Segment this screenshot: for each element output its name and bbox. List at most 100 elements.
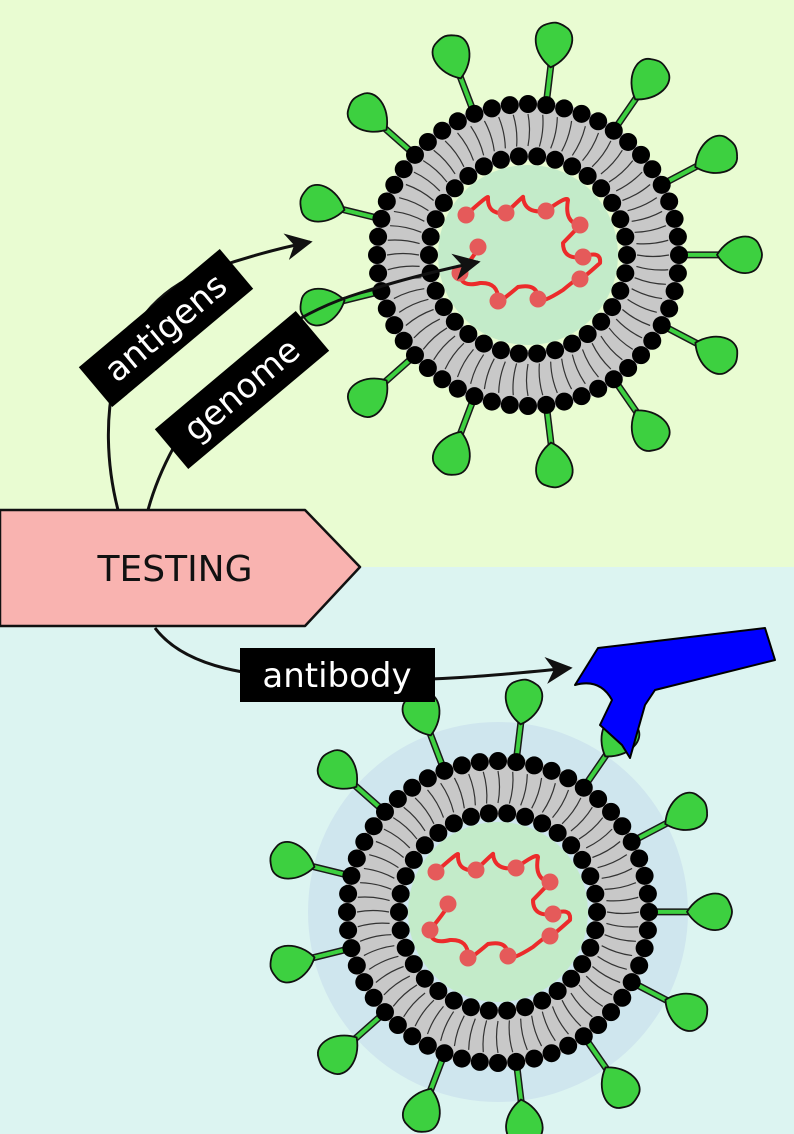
antibody-bound-coronavirus-icon: [269, 678, 733, 1134]
lipid-head-outer: [394, 160, 413, 179]
lipid-head-inner: [603, 298, 622, 317]
lipid-head-outer: [435, 761, 454, 780]
lipid-tail: [531, 777, 543, 809]
lipid-head-inner: [581, 867, 600, 886]
rna-bead: [537, 202, 555, 220]
lipid-head-inner: [592, 179, 611, 198]
rna-bead: [497, 204, 515, 222]
lipid-head-outer: [630, 956, 649, 975]
spike-protein: [664, 992, 709, 1032]
lipid-tail: [387, 239, 420, 245]
spike-protein: [534, 21, 574, 69]
lipid-tail: [538, 114, 544, 147]
lipid-tail: [552, 789, 570, 818]
lipid-head-outer: [630, 849, 649, 868]
rna-bead: [571, 270, 589, 288]
lipid-head-outer: [405, 145, 424, 164]
lipid-head-outer: [604, 121, 623, 140]
lipid-head-inner: [533, 814, 552, 833]
lipid-tail: [470, 354, 485, 384]
lipid-tail: [405, 183, 434, 201]
lipid-tail: [591, 342, 612, 370]
lipid-tail: [606, 896, 639, 902]
lipid-head-outer: [433, 370, 452, 389]
lipid-head-outer: [622, 973, 641, 992]
lipid-tail: [582, 132, 600, 161]
lipid-head-outer: [668, 264, 687, 283]
lipid-head-inner: [421, 227, 440, 246]
lipid-tail: [634, 225, 667, 233]
lipid-tail: [375, 840, 404, 858]
lipid-head-outer: [375, 802, 394, 821]
lipid-tail: [357, 922, 390, 928]
lipid-head-inner: [491, 150, 510, 169]
lipid-head-inner: [546, 150, 565, 169]
lipid-tail: [393, 210, 425, 222]
lipid-tail: [357, 896, 390, 902]
lipid-tail: [422, 160, 448, 183]
lipid-tail: [363, 867, 395, 879]
lipid-tail: [433, 149, 456, 175]
lipid-tail: [403, 806, 426, 832]
lipid-head-inner: [516, 807, 535, 826]
lipid-tail: [631, 288, 663, 300]
lipid-head-inner: [479, 1001, 498, 1020]
lipid-head-outer: [652, 175, 671, 194]
lipid-head-outer: [418, 359, 437, 378]
lipid-head-outer: [572, 104, 591, 123]
lipid-tail: [470, 125, 485, 156]
lipid-head-inner: [528, 147, 547, 166]
lipid-head-outer: [574, 778, 593, 797]
lipid-tail: [444, 140, 465, 168]
lipid-head-inner: [415, 836, 434, 855]
lipid-head-inner: [459, 166, 478, 185]
lipid-tail: [615, 171, 643, 192]
lipid-head-outer: [635, 939, 654, 958]
lipid-head-inner: [573, 850, 592, 869]
antibody-icon: [574, 627, 776, 759]
lipid-tail: [538, 363, 544, 396]
rna-bead: [571, 216, 589, 234]
lipid-head-outer: [364, 988, 383, 1007]
lipid-head-outer: [452, 756, 471, 775]
lipid-head-inner: [429, 982, 448, 1001]
lipid-head-inner: [573, 955, 592, 974]
spike-protein: [694, 134, 739, 174]
lipid-tail: [383, 828, 411, 849]
lipid-tail: [600, 149, 623, 175]
lipid-tail: [456, 349, 474, 378]
lipid-head-inner: [429, 823, 448, 842]
lipid-head-outer: [660, 192, 679, 211]
antibody-label: antibody: [262, 656, 411, 696]
lipid-head-inner: [474, 157, 493, 176]
lipid-head-inner: [611, 210, 630, 229]
lipid-head-outer: [470, 753, 489, 772]
lipid-head-outer: [369, 264, 388, 283]
lipid-tail: [592, 841, 621, 859]
lipid-head-outer: [342, 866, 361, 885]
lipid-head-outer: [500, 395, 519, 414]
spike-protein: [504, 678, 544, 726]
lipid-tail: [601, 867, 633, 879]
lipid-tail: [561, 797, 582, 825]
rna-bead: [457, 206, 475, 224]
lipid-head-outer: [470, 1052, 489, 1071]
lipid-tail: [601, 945, 633, 957]
lipid-head-inner: [616, 264, 635, 283]
lipid-head-inner: [588, 903, 606, 921]
lipid-head-outer: [507, 753, 526, 772]
lipid-head-inner: [548, 823, 567, 842]
lipid-head-outer: [619, 359, 638, 378]
lipid-tail: [483, 358, 495, 390]
lipid-head-inner: [491, 341, 510, 360]
lipid-head-outer: [394, 331, 413, 350]
lipid-tail: [392, 984, 418, 1007]
lipid-head-inner: [586, 884, 605, 903]
lipid-head-outer: [338, 903, 356, 921]
lipid-tail: [387, 265, 420, 271]
lipid-head-inner: [509, 147, 528, 166]
lipid-tail: [433, 335, 456, 361]
lipid-head-outer: [643, 331, 662, 350]
lipid-head-outer: [638, 884, 657, 903]
lipid-head-outer: [403, 778, 422, 797]
